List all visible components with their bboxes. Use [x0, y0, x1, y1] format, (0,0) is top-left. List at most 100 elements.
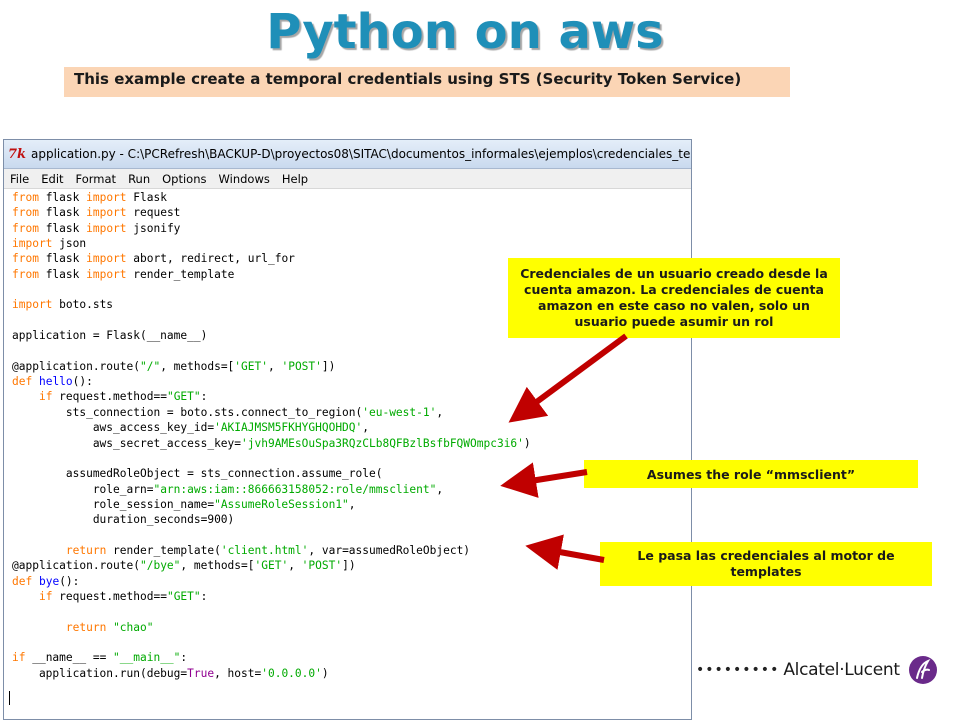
code-token: import: [12, 298, 53, 312]
code-token: hello: [38, 375, 73, 389]
code-token: ():: [72, 375, 93, 389]
code-token: [32, 375, 39, 388]
code-line: from flask import request: [12, 205, 691, 220]
menu-edit[interactable]: Edit: [41, 171, 64, 186]
text-cursor: [9, 691, 10, 705]
idle-editor-window[interactable]: 7k application.py - C:\PCRefresh\BACKUP-…: [3, 139, 692, 720]
code-token: "GET": [166, 589, 201, 603]
code-token: :: [180, 651, 188, 665]
code-line: aws_access_key_id='AKIAJMSM5FKHYGHQOHDQ'…: [12, 420, 691, 435]
code-token: return: [65, 543, 107, 557]
code-token: flask: [38, 252, 87, 266]
code-token: , methods=[: [160, 359, 235, 373]
menu-run[interactable]: Run: [128, 171, 151, 186]
code-token: @application.route(: [12, 559, 140, 573]
code-token: ): [321, 666, 329, 680]
code-token: if: [38, 390, 53, 404]
code-token: [12, 621, 66, 634]
code-line: if request.method=="GET":: [12, 389, 691, 404]
code-line: [12, 343, 691, 358]
code-token: application.run(debug=: [12, 666, 188, 680]
code-token: from: [12, 221, 39, 235]
code-token: ,: [436, 482, 444, 496]
code-line: from flask import jsonify: [12, 221, 691, 236]
code-token: request.method==: [52, 589, 167, 603]
code-line: [12, 604, 691, 619]
code-token: render_template: [126, 267, 235, 281]
code-token: render_template(: [106, 543, 221, 557]
menu-help[interactable]: Help: [281, 171, 309, 186]
window-titlebar[interactable]: 7k application.py - C:\PCRefresh\BACKUP-…: [4, 140, 691, 169]
code-line: [12, 635, 691, 650]
code-token: 'POST': [281, 359, 322, 373]
code-line: def bye():: [12, 574, 691, 589]
code-token: import: [12, 237, 53, 251]
code-token: [32, 575, 39, 588]
code-line: @application.route("/", methods=['GET', …: [12, 359, 691, 374]
menu-options[interactable]: Options: [162, 171, 207, 186]
code-token: :: [200, 390, 208, 404]
code-token: json: [52, 237, 87, 251]
code-token: 'eu-west-1': [362, 405, 437, 419]
code-token: aws_secret_access_key=: [12, 436, 242, 450]
code-token: "AssumeRoleSession1": [214, 497, 349, 511]
code-token: import: [86, 191, 127, 204]
code-line: def hello():: [12, 374, 691, 389]
code-token: def: [12, 375, 33, 389]
code-line: duration_seconds=900): [12, 512, 691, 527]
code-line: if request.method=="GET":: [12, 589, 691, 604]
code-line: import json: [12, 236, 691, 251]
code-token: aws_access_key_id=: [12, 421, 215, 435]
code-token: [12, 390, 39, 403]
code-token: role_session_name=: [12, 497, 215, 511]
code-token: import: [86, 206, 127, 220]
menu-format[interactable]: Format: [75, 171, 117, 186]
code-token: def: [12, 574, 33, 588]
code-line: return render_template('client.html', va…: [12, 543, 691, 558]
code-token: flask: [38, 221, 87, 235]
code-line: import boto.sts: [12, 297, 691, 312]
code-token: ,: [348, 497, 356, 511]
code-line: return "chao": [12, 620, 691, 635]
code-token: __name__ ==: [25, 651, 114, 665]
logo-dots: •••••••••: [696, 662, 780, 678]
note-templates: Le pasa las credenciales al motor de tem…: [600, 542, 932, 586]
code-line: aws_secret_access_key='jvh9AMEsOuSpa3RQz…: [12, 436, 691, 451]
alcatel-lucent-mark-icon: [908, 656, 937, 684]
code-line: application = Flask(__name__): [12, 328, 691, 343]
code-token: boto.sts: [52, 298, 114, 312]
code-token: jsonify: [126, 221, 181, 235]
code-token: ,: [267, 359, 282, 373]
code-token: , methods=[: [180, 559, 255, 573]
slide-title: Python on aws: [266, 4, 664, 60]
code-token: ): [523, 436, 531, 450]
code-token: [12, 590, 39, 603]
note-credentials: Credenciales de un usuario creado desde …: [508, 258, 840, 338]
code-token: return: [65, 620, 107, 634]
code-line: role_session_name="AssumeRoleSession1",: [12, 497, 691, 512]
code-line: from flask import abort, redirect, url_f…: [12, 251, 691, 266]
code-token: "arn:aws:iam::866663158052:role/mmsclien…: [153, 482, 437, 496]
code-token: if: [12, 651, 26, 665]
code-token: bye: [38, 574, 60, 588]
code-token: "__main__": [113, 651, 181, 665]
code-token: "/bye": [139, 559, 181, 573]
code-token: 'GET': [254, 559, 289, 573]
code-token: request: [126, 206, 181, 220]
code-line: role_arn="arn:aws:iam::866663158052:role…: [12, 482, 691, 497]
code-token: 'AKIAJMSM5FKHYGHQOHDQ': [214, 421, 363, 435]
code-token: :: [200, 589, 208, 603]
menu-file[interactable]: File: [10, 171, 30, 186]
code-token: ():: [59, 574, 80, 588]
code-token: import: [86, 267, 127, 281]
code-line: application.run(debug=True, host='0.0.0.…: [12, 666, 691, 681]
code-line: @application.route("/bye", methods=['GET…: [12, 558, 691, 573]
menu-windows[interactable]: Windows: [218, 171, 270, 186]
code-token: ,: [362, 421, 370, 435]
code-token: [12, 544, 66, 557]
code-token: duration_seconds=900): [12, 513, 235, 527]
subtitle-box: This example create a temporal credentia…: [64, 67, 790, 97]
code-token: from: [12, 191, 39, 204]
code-token: 'client.html': [220, 543, 309, 557]
